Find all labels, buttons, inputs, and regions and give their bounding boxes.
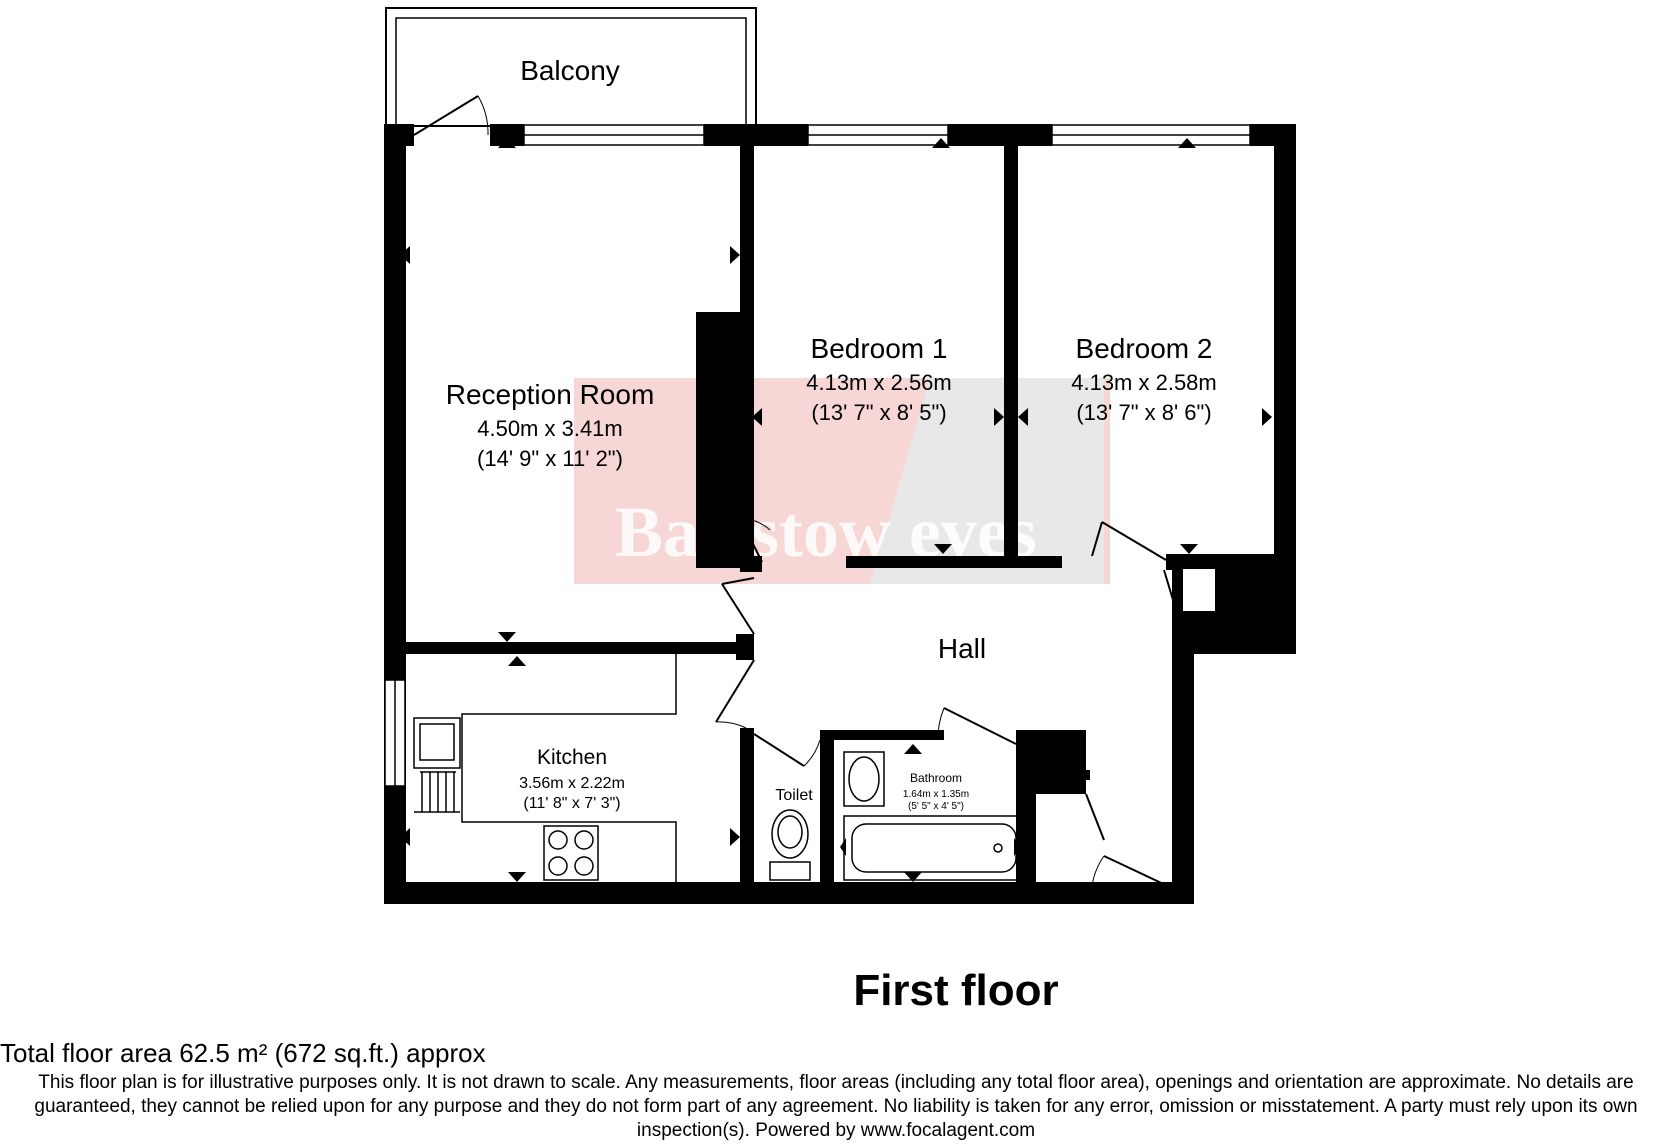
kitchen-name: Kitchen [537, 746, 607, 769]
windows [384, 124, 1251, 787]
dimension-markers [400, 138, 1272, 882]
watermark: Bairstow eves [574, 378, 1110, 584]
doors [413, 95, 1217, 889]
total-floor-area: Total floor area 62.5 m² (672 sq.ft.) ap… [0, 1038, 486, 1068]
balcony-label: Balcony [520, 55, 620, 86]
bedroom2-name: Bedroom 2 [1076, 333, 1213, 364]
bedroom2-imperial: (13' 7" x 8' 6") [1076, 400, 1211, 425]
reception-room-name: Reception Room [446, 379, 655, 410]
floor-title: First floor [853, 966, 1059, 1015]
hall-label: Hall [938, 633, 986, 664]
bedroom1-name: Bedroom 1 [811, 333, 948, 364]
disclaimer-text: This floor plan is for illustrative purp… [34, 1072, 1638, 1141]
bathroom-name: Bathroom [910, 771, 962, 785]
kitchen-imperial: (11' 8" x 7' 3") [523, 795, 620, 812]
bathroom-metric: 1.64m x 1.35m [903, 789, 969, 800]
reception-room-metric: 4.50m x 3.41m [477, 416, 623, 441]
bathroom-imperial: (5' 5" x 4' 5") [908, 801, 964, 812]
bedroom2-metric: 4.13m x 2.58m [1071, 370, 1217, 395]
bathroom-fixtures [769, 751, 1025, 881]
toilet-label: Toilet [775, 787, 813, 804]
walls [384, 124, 1296, 904]
floor-plan: Bairstow eves [384, 7, 1296, 904]
bedroom1-imperial: (13' 7" x 8' 5") [811, 400, 946, 425]
bedroom1-metric: 4.13m x 2.56m [806, 370, 952, 395]
reception-room-imperial: (14' 9" x 11' 2") [477, 446, 623, 471]
kitchen-fixtures [413, 654, 677, 882]
kitchen-metric: 3.56m x 2.22m [519, 775, 625, 792]
